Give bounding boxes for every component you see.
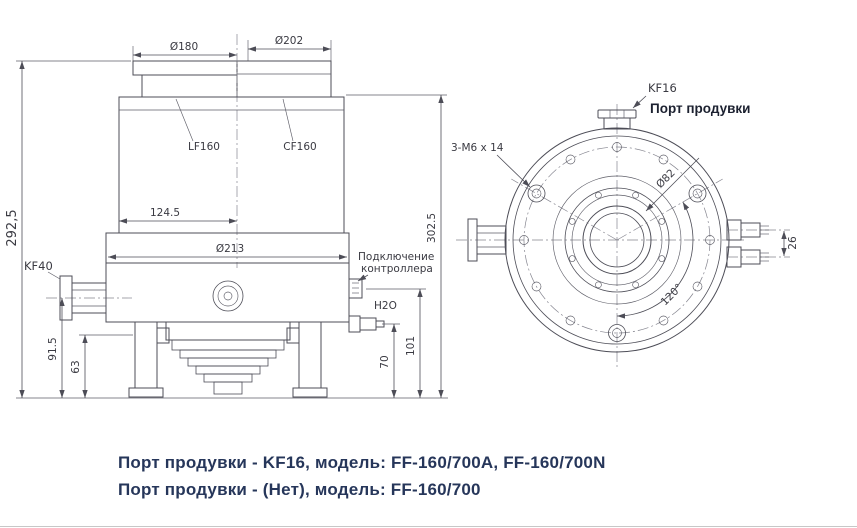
pump-base bbox=[16, 321, 448, 399]
dim-d180-label: Ø180 bbox=[170, 41, 198, 53]
caption-line1: Порт продувки - KF16, модель: FF-160/700… bbox=[118, 453, 606, 472]
rear-view: 3-М6 х 14 Ø82 120° bbox=[451, 81, 799, 368]
front-top-dimensions: Ø180 Ø202 bbox=[132, 35, 332, 61]
rear-connectors: 26 bbox=[726, 219, 799, 268]
m6-mount-holes: 3-М6 х 14 bbox=[451, 142, 707, 342]
dim-26-label: 26 bbox=[787, 236, 799, 250]
front-left-dimensions: 292,5 91.5 63 bbox=[5, 60, 133, 398]
flange-cf160-label: CF160 bbox=[283, 141, 316, 153]
kf16-label: KF16 bbox=[648, 81, 677, 95]
controller-label-line1: Подключение bbox=[358, 251, 434, 263]
d82-dimension: Ø82 bbox=[645, 157, 700, 212]
controller-label-line2: контроллера bbox=[361, 263, 433, 275]
flange-lf160-label: LF160 bbox=[188, 141, 220, 153]
h2o-label: H2O bbox=[374, 300, 397, 312]
bottom-divider bbox=[0, 526, 857, 527]
rear-left-port bbox=[467, 218, 507, 262]
caption: Порт продувки - KF16, модель: FF-160/700… bbox=[118, 453, 606, 507]
dim-124-label: 124.5 bbox=[150, 207, 180, 219]
front-right-dimensions: 302.5 101 70 bbox=[346, 94, 447, 398]
front-view: Ø180 Ø202 LF160 CF160 124.5 bbox=[5, 34, 448, 399]
kf40-label: KF40 bbox=[24, 259, 53, 273]
dim-101-label: 101 bbox=[405, 336, 417, 356]
controller-connector: Подключение контроллера bbox=[348, 251, 434, 299]
dim-d213-label: Ø213 bbox=[216, 243, 244, 255]
dim-63-label: 63 bbox=[70, 360, 82, 373]
angle-dimension: 120° bbox=[616, 201, 694, 319]
front-flanges bbox=[132, 60, 332, 98]
dim-91-label: 91.5 bbox=[47, 337, 59, 360]
dim-70-label: 70 bbox=[379, 355, 391, 368]
bolt-holes bbox=[519, 142, 715, 326]
water-fitting: H2O bbox=[348, 300, 397, 333]
kf16-purge-port: KF16 Порт продувки bbox=[597, 81, 750, 130]
purge-port-label: Порт продувки bbox=[650, 101, 750, 116]
dim-302-label: 302.5 bbox=[426, 213, 438, 243]
dim-120-label: 120° bbox=[659, 282, 685, 308]
dim-d82-label: Ø82 bbox=[654, 167, 678, 191]
m6-holes-label: 3-М6 х 14 bbox=[451, 142, 504, 154]
heat-sink-fins bbox=[171, 339, 285, 395]
caption-line2: Порт продувки - (Нет), модель: FF-160/70… bbox=[118, 480, 481, 499]
kf40-port: KF40 bbox=[24, 259, 132, 321]
dim-292-label: 292,5 bbox=[5, 209, 20, 246]
dim-d202-label: Ø202 bbox=[275, 35, 303, 47]
